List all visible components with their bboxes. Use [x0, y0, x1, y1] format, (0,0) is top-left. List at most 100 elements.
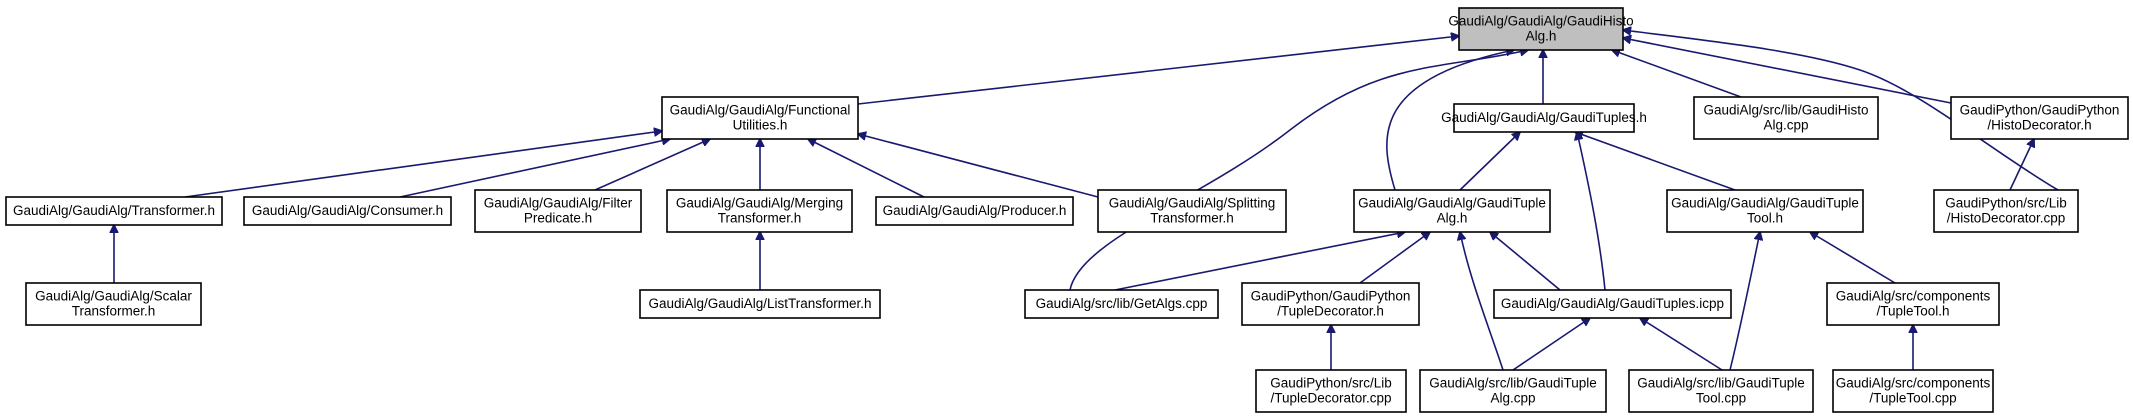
- node-label: GaudiAlg/GaudiAlg/Merging: [676, 196, 843, 211]
- edge-tuples_icpp-to-tuples_h: [1577, 132, 1606, 291]
- node-label: GaudiAlg/GaudiAlg/Producer.h: [883, 203, 1067, 218]
- edge-arrow: [1069, 50, 1528, 291]
- edge-arrow: [1575, 132, 1736, 191]
- edge-tupletool_h-to-tuples_h: [1575, 132, 1736, 191]
- edge-arrow: [184, 131, 662, 198]
- node-label: Alg.cpp: [1490, 391, 1535, 406]
- node-label: GaudiAlg/GaudiAlg/Consumer.h: [252, 203, 443, 218]
- node-box: [1628, 369, 1814, 413]
- node-label: GaudiAlg/GaudiAlg/GaudiTuples.h: [1441, 110, 1647, 125]
- node-label: Transformer.h: [718, 211, 802, 226]
- node-box: [875, 196, 1074, 226]
- node-comp_tupletool_cpp[interactable]: GaudiAlg/src/components/TupleTool.cpp: [1832, 369, 1994, 413]
- node-box: [1693, 96, 1879, 140]
- node-histodec_cpp[interactable]: GaudiPython/src/Lib/HistoDecorator.cpp: [1933, 189, 2079, 233]
- edge-arrow: [1512, 318, 1590, 371]
- edge-histoalg_cpp-to-histoalg: [1612, 50, 1742, 98]
- node-box: [1826, 282, 2000, 326]
- edge-consumer-to-functional: [399, 139, 670, 198]
- node-box: [1255, 369, 1407, 413]
- node-listtrans[interactable]: GaudiAlg/GaudiAlg/ListTransformer.h: [639, 289, 881, 319]
- node-transformer[interactable]: GaudiAlg/GaudiAlg/Transformer.h: [5, 196, 223, 226]
- node-tuples_icpp[interactable]: GaudiAlg/GaudiAlg/GaudiTuples.icpp: [1493, 289, 1732, 319]
- edge-arrow: [1114, 232, 1405, 291]
- node-label: GaudiAlg/GaudiAlg/Scalar: [35, 289, 192, 304]
- node-label: GaudiAlg/src/lib/GaudiTuple: [1637, 376, 1805, 391]
- node-getalgs[interactable]: GaudiAlg/src/lib/GetAlgs.cpp: [1024, 289, 1219, 319]
- node-label: Alg.cpp: [1763, 118, 1808, 133]
- node-py_tupledec_h[interactable]: GaudiPython/GaudiPython/TupleDecorator.h: [1241, 282, 1420, 326]
- node-label: GaudiAlg/src/lib/GaudiTuple: [1429, 376, 1597, 391]
- edge-py_tupledec_h-to-tuplealg_h: [1359, 232, 1430, 284]
- node-label: GaudiAlg/GaudiAlg/GaudiTuple: [1671, 196, 1859, 211]
- node-box: [1493, 289, 1732, 319]
- edge-arrow: [1359, 232, 1430, 284]
- node-label: GaudiAlg/GaudiAlg/ListTransformer.h: [648, 296, 871, 311]
- node-label: /HistoDecorator.cpp: [1947, 211, 2066, 226]
- node-label: GaudiAlg/GaudiAlg/Transformer.h: [13, 203, 215, 218]
- node-label: Tool.h: [1747, 211, 1783, 226]
- edge-histodec_cpp-to-py_histodec_h: [2009, 139, 2034, 191]
- node-label: GaudiPython/src/Lib: [1270, 376, 1392, 391]
- node-box: [1933, 189, 2079, 233]
- node-producer[interactable]: GaudiAlg/GaudiAlg/Producer.h: [875, 196, 1074, 226]
- node-box: [666, 189, 853, 233]
- node-label: /TupleTool.cpp: [1869, 391, 1956, 406]
- node-comp_tupletool_h[interactable]: GaudiAlg/src/components/TupleTool.h: [1826, 282, 2000, 326]
- node-consumer[interactable]: GaudiAlg/GaudiAlg/Consumer.h: [243, 196, 452, 226]
- edge-getalgs-to-histoalg: [1069, 50, 1528, 291]
- node-box: [474, 189, 642, 233]
- node-box: [1241, 282, 1420, 326]
- edge-splitting-to-functional: [858, 134, 1099, 198]
- edge-arrow: [399, 139, 670, 198]
- node-box: [1950, 96, 2129, 140]
- node-box: [25, 282, 202, 326]
- node-box: [639, 289, 881, 319]
- edge-arrow: [2009, 139, 2034, 191]
- edge-arrow: [1623, 38, 1952, 104]
- node-label: Tool.cpp: [1696, 391, 1746, 406]
- node-label: GaudiAlg/GaudiAlg/GaudiTuple: [1358, 196, 1546, 211]
- node-label: Alg.h: [1526, 29, 1557, 44]
- edge-arrow: [1490, 232, 1561, 291]
- node-layer: GaudiAlg/GaudiAlg/GaudiHistoAlg.hGaudiAl…: [5, 7, 2129, 413]
- node-label: GaudiAlg/src/lib/GaudiHisto: [1703, 103, 1868, 118]
- node-box: [1666, 189, 1864, 233]
- edge-arrow: [1640, 318, 1723, 371]
- node-tuples_h[interactable]: GaudiAlg/GaudiAlg/GaudiTuples.h: [1441, 103, 1647, 133]
- node-label: GaudiAlg/src/components: [1836, 289, 1991, 304]
- node-box: [1453, 103, 1635, 133]
- edge-producer-to-functional: [808, 139, 925, 198]
- edge-layer: [114, 30, 2059, 371]
- edge-tuplealg_h-to-tuples_h: [1459, 132, 1520, 191]
- edge-arrow: [808, 139, 925, 198]
- node-label: GaudiAlg/GaudiAlg/Functional: [670, 103, 851, 118]
- edge-arrow: [1612, 50, 1742, 98]
- node-label: Transformer.h: [1150, 211, 1234, 226]
- node-label: Utilities.h: [733, 118, 788, 133]
- edge-functional-to-histoalg: [857, 36, 1459, 105]
- node-label: /TupleDecorator.h: [1277, 304, 1384, 319]
- node-label: GaudiAlg/src/components: [1836, 376, 1991, 391]
- edge-transformer-to-functional: [184, 131, 662, 198]
- edge-arrow: [594, 139, 710, 191]
- node-tupledec_cpp[interactable]: GaudiPython/src/Lib/TupleDecorator.cpp: [1255, 369, 1407, 413]
- node-py_histodec_h[interactable]: GaudiPython/GaudiPython/HistoDecorator.h: [1950, 96, 2129, 140]
- node-label: GaudiAlg/GaudiAlg/GaudiTuples.icpp: [1501, 296, 1724, 311]
- edge-histodec_cpp-to-histoalg: [1623, 30, 2059, 191]
- node-label: /HistoDecorator.h: [1987, 118, 2091, 133]
- edge-arrow: [858, 134, 1099, 198]
- edge-arrow: [1577, 132, 1606, 291]
